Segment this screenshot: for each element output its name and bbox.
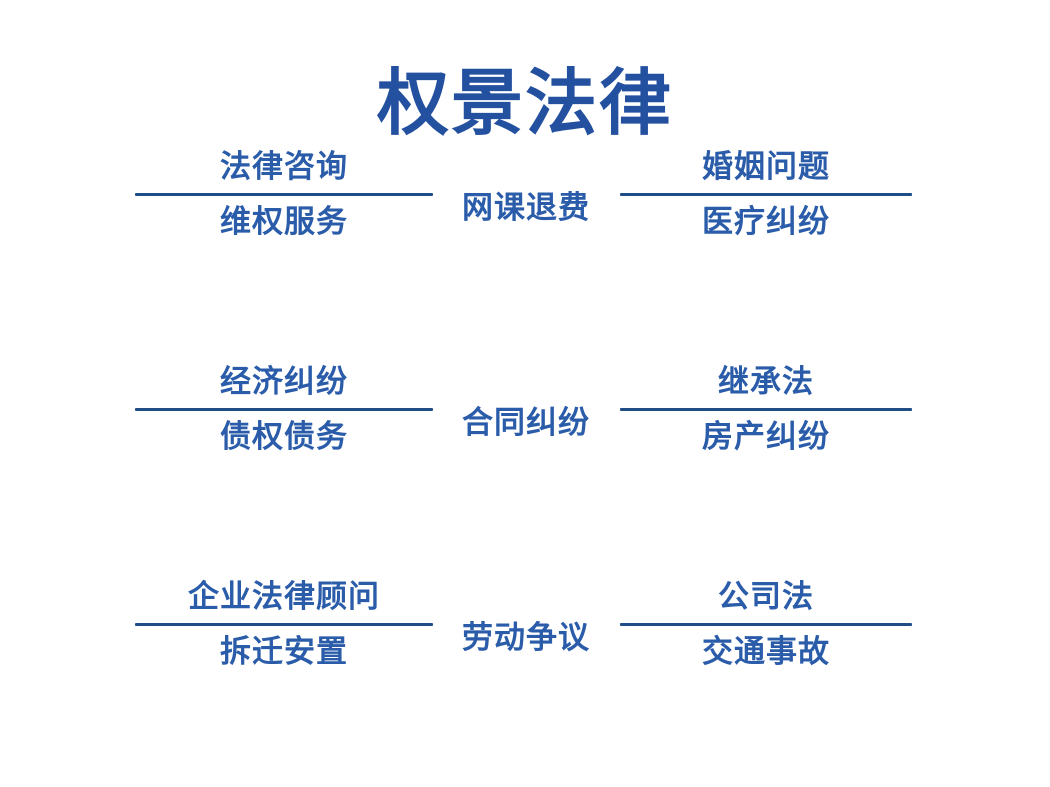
page-title: 权景法律: [376, 64, 673, 145]
title-container: 权景法律: [0, 14, 1050, 194]
service-label[interactable]: 继承法: [718, 364, 814, 399]
service-label[interactable]: 公司法: [718, 579, 814, 614]
service-row: 企业法律顾问 拆迁安置 劳动争议 公司法 交通事故: [0, 560, 1050, 775]
service-label[interactable]: 交通事故: [702, 634, 830, 669]
service-label[interactable]: 经济纠纷: [220, 364, 348, 399]
divider-line: [135, 193, 433, 196]
service-label[interactable]: 医疗纠纷: [702, 204, 830, 239]
services-grid: 法律咨询 维权服务 网课退费 婚姻问题 医疗纠纷 经济纠纷 债权债务 合同纠纷 …: [0, 130, 1050, 775]
service-label[interactable]: 维权服务: [220, 204, 348, 239]
service-label[interactable]: 婚姻问题: [702, 149, 830, 184]
divider-line: [620, 408, 912, 411]
service-group-left: 经济纠纷 债权债务: [135, 362, 433, 457]
service-label[interactable]: 房产纠纷: [702, 419, 830, 454]
divider-line: [620, 193, 912, 196]
service-label-center[interactable]: 劳动争议: [462, 620, 590, 655]
service-group-right: 继承法 房产纠纷: [620, 362, 912, 457]
service-row: 经济纠纷 债权债务 合同纠纷 继承法 房产纠纷: [0, 345, 1050, 560]
service-group-left: 法律咨询 维权服务: [135, 147, 433, 242]
service-label[interactable]: 拆迁安置: [220, 634, 348, 669]
service-label[interactable]: 法律咨询: [220, 149, 348, 184]
service-label-center[interactable]: 合同纠纷: [462, 405, 590, 440]
service-group-right: 公司法 交通事故: [620, 577, 912, 672]
service-label[interactable]: 债权债务: [220, 419, 348, 454]
service-group-right: 婚姻问题 医疗纠纷: [620, 147, 912, 242]
divider-line: [620, 623, 912, 626]
service-group-left: 企业法律顾问 拆迁安置: [135, 577, 433, 672]
service-row: 法律咨询 维权服务 网课退费 婚姻问题 医疗纠纷: [0, 130, 1050, 345]
divider-line: [135, 408, 433, 411]
service-label-center[interactable]: 网课退费: [462, 190, 590, 225]
divider-line: [135, 623, 433, 626]
service-label[interactable]: 企业法律顾问: [188, 579, 380, 614]
